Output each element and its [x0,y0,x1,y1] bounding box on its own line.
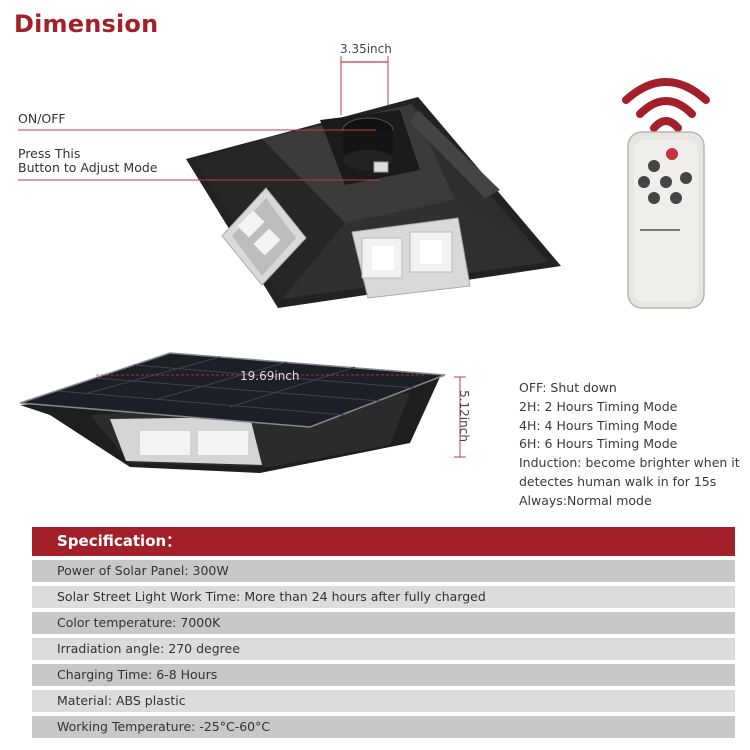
mode-item: Always:Normal mode [519,492,652,508]
spec-row: Material: ABS plastic [32,690,735,712]
mode-item: 2H: 2 Hours Timing Mode [519,398,678,414]
top-width-label: 3.35inch [340,42,392,56]
spec-row: Solar Street Light Work Time: More than … [32,586,735,608]
specification-header: Specification： [32,527,735,556]
spec-row: Irradiation angle: 270 degree [32,638,735,660]
signal-wave-icon [622,78,710,104]
spec-row: Power of Solar Panel: 300W [32,560,735,582]
page-title: Dimension [14,10,159,38]
specification-table: Specification： Power of Solar Panel: 300… [32,527,735,738]
top-product-view: 3.35inch ON/OFF Press This Button to Adj… [0,40,600,330]
spec-row: Charging Time: 6-8 Hours [32,664,735,686]
mode-item: Induction: become brighter when it [519,455,740,471]
bottom-height-label: 5.12inch [456,390,471,442]
remote-image [622,78,710,309]
onoff-callout: ON/OFF [18,111,66,126]
spec-row: Color temperature: 7000K [32,612,735,634]
bottom-product-view: 19.69inch 5.12inch [10,345,500,485]
mode-item: detectes human walk in for 15s [519,473,717,489]
mode-list: OFF: Shut down 2H: 2 Hours Timing Mode 4… [519,379,749,511]
press-callout-line1: Press This [18,146,81,161]
mode-item: 4H: 4 Hours Timing Mode [519,417,678,433]
spec-row: Working Temperature: -25°C-60°C [32,716,735,738]
mode-item: 6H: 6 Hours Timing Mode [519,436,678,452]
mode-item: OFF: Shut down [519,380,617,395]
bottom-width-label: 19.69inch [240,369,300,383]
press-callout-line2: Button to Adjust Mode [18,160,158,175]
solar-panel-image [19,352,466,473]
remote-control [610,70,720,320]
lamp-underside-image [18,56,561,308]
